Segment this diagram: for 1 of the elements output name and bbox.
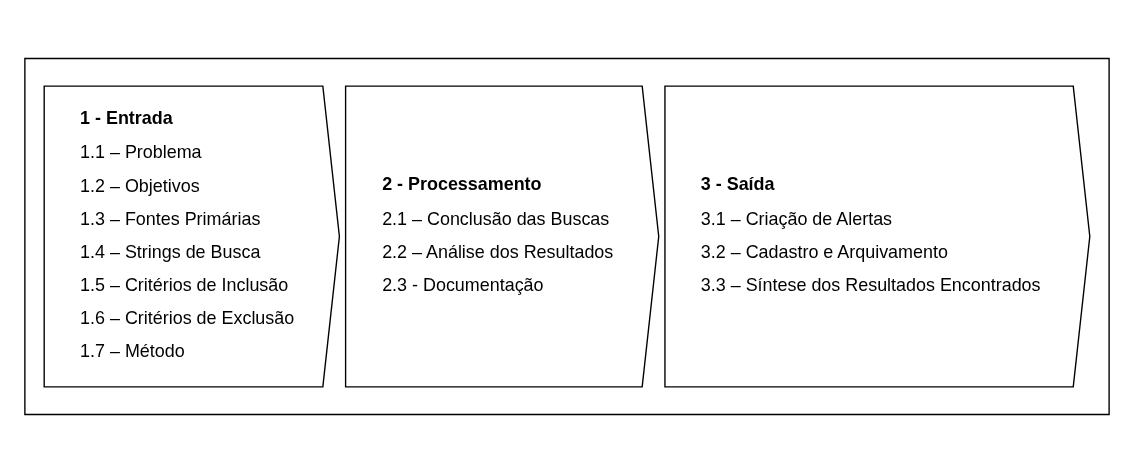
cluster	[24, 57, 1110, 416]
